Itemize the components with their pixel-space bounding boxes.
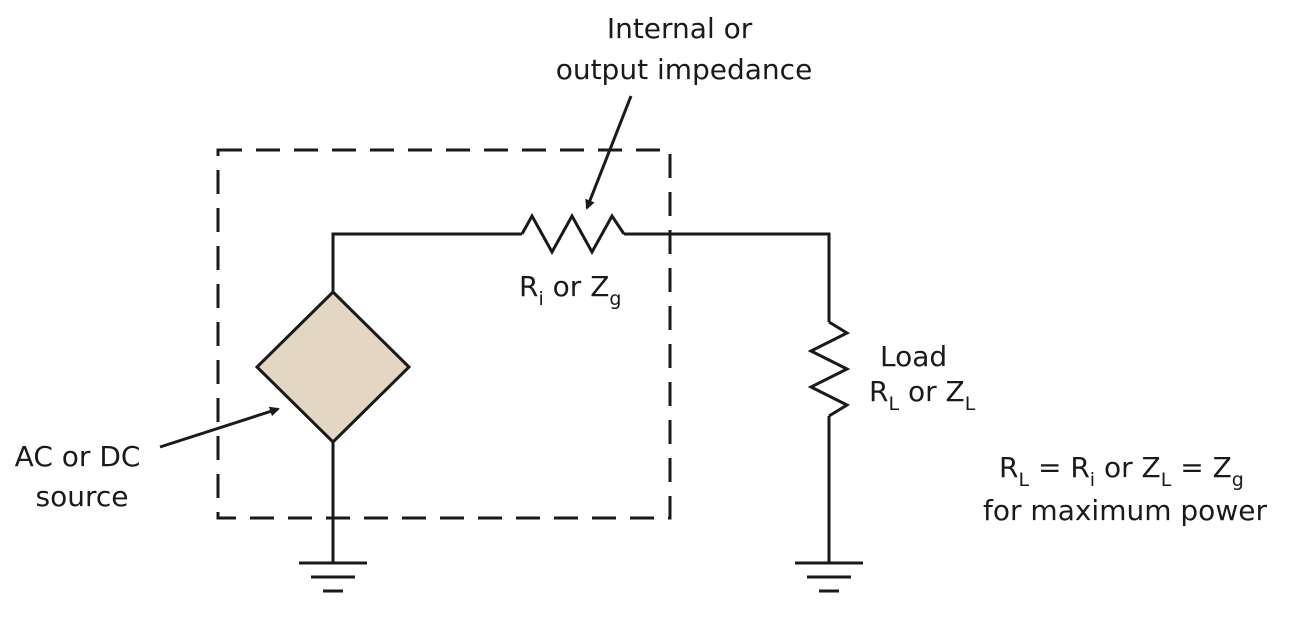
source-label-line2: source — [36, 480, 129, 513]
source-label-line1: AC or DC — [15, 440, 141, 473]
ground-symbol-load — [795, 561, 863, 593]
arrow-source — [159, 406, 280, 449]
cond-ri-subscript: i — [1090, 469, 1095, 491]
internal-resistor-symbol — [520, 212, 626, 256]
zl-subscript: L — [965, 393, 976, 415]
cond-zg-symbol: Z — [1213, 451, 1232, 484]
rl-subscript: L — [888, 393, 899, 415]
ri-symbol: R — [519, 270, 538, 303]
internal-impedance-label-line2: output impedance — [556, 53, 813, 86]
load-resistor-label: RL or ZL — [869, 375, 976, 415]
max-power-condition-equation: RL = Ri or ZL = Zg — [999, 451, 1244, 491]
internal-impedance-label: Internal or output impedance — [556, 12, 813, 86]
internal-impedance-label-line1: Internal or — [607, 12, 753, 45]
cond-zg-subscript: g — [1232, 469, 1244, 491]
zg-subscript: g — [609, 288, 621, 310]
internal-resistor-label: Ri or Zg — [519, 270, 621, 310]
load-resistor-symbol — [807, 320, 851, 418]
source-enclosure-dashed-box — [216, 148, 672, 520]
wire-internal-resistor-to-load — [624, 232, 831, 322]
zg-symbol: Z — [590, 270, 609, 303]
rl-symbol: R — [869, 375, 888, 408]
cond-rl-symbol: R — [999, 451, 1018, 484]
cond-rl-subscript: L — [1018, 469, 1029, 491]
ground-symbol-source — [299, 561, 367, 593]
ri-subscript: i — [538, 288, 543, 310]
cond-equals-2: = — [1171, 451, 1212, 484]
wire-source-to-internal-resistor — [331, 232, 522, 292]
source-diamond — [254, 289, 412, 445]
cond-or-text: or — [1095, 451, 1141, 484]
ri-or-text: or — [544, 270, 590, 303]
rl-or-text: or — [899, 375, 945, 408]
arrow-internal-impedance — [585, 95, 633, 210]
cond-zl-subscript: L — [1161, 469, 1172, 491]
cond-zl-symbol: Z — [1142, 451, 1161, 484]
cond-ri-symbol: R — [1070, 451, 1089, 484]
load-title: Load — [880, 340, 947, 373]
source-label: AC or DC source — [15, 440, 150, 513]
cond-equals-1: = — [1029, 451, 1070, 484]
max-power-condition-caption: for maximum power — [983, 494, 1267, 527]
zl-symbol: Z — [946, 375, 965, 408]
